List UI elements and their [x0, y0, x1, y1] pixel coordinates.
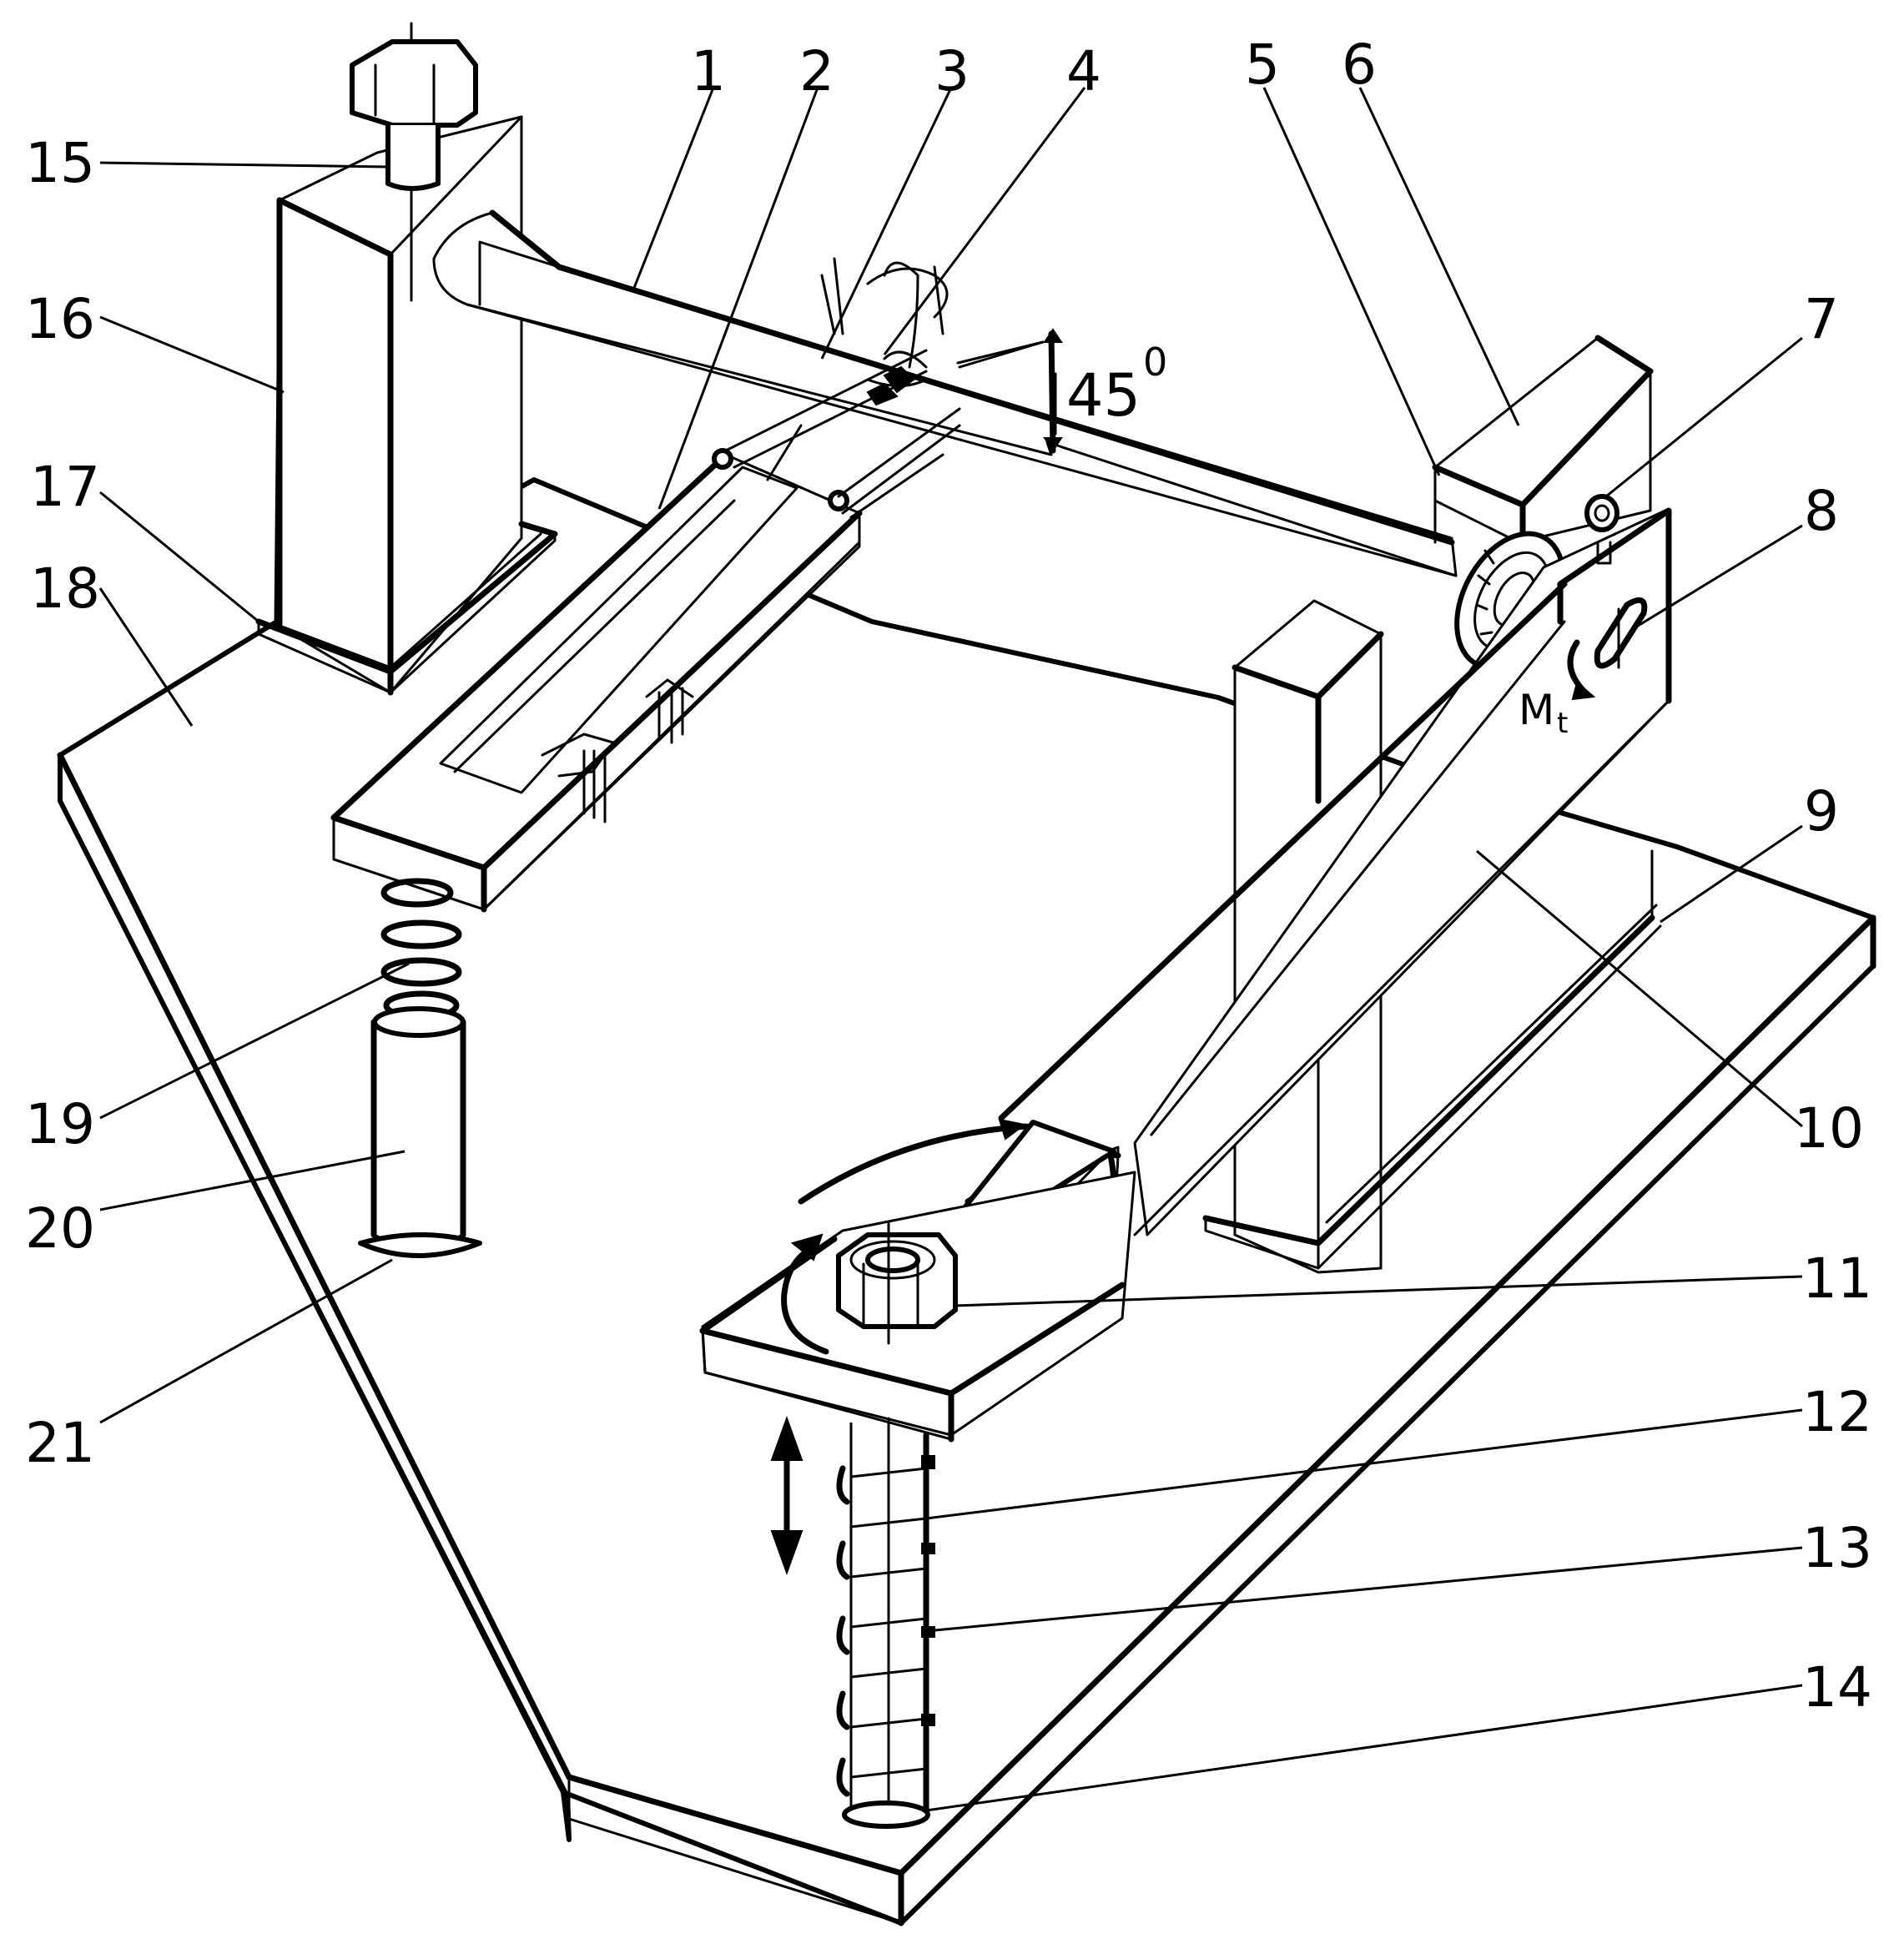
label-21: 21	[25, 1411, 95, 1475]
label-2: 2	[799, 39, 834, 103]
label-5: 5	[1245, 33, 1280, 97]
moment-symbol: M	[1519, 686, 1554, 734]
label-4: 4	[1066, 39, 1101, 103]
left-bolt	[350, 39, 478, 191]
label-12: 12	[1802, 1380, 1872, 1444]
angle-value: 45	[1066, 361, 1141, 430]
pin-and-slot: M t	[1519, 494, 1648, 740]
label-19: 19	[25, 1092, 95, 1156]
label-3: 3	[934, 39, 970, 103]
angle-indicator: 45 0	[958, 328, 1167, 454]
label-14: 14	[1802, 1655, 1872, 1720]
label-8: 8	[1804, 479, 1839, 543]
label-18: 18	[30, 556, 100, 621]
right-upper-block	[1432, 335, 1654, 550]
support-post	[358, 1006, 482, 1258]
label-11: 11	[1802, 1246, 1872, 1311]
label-6: 6	[1342, 33, 1377, 97]
central-rods	[724, 257, 961, 519]
part-labels: 1 2 3 4 5 6 7 8 9 10 11 12 13 14 15 16 1…	[25, 33, 1872, 1720]
label-13: 13	[1802, 1516, 1872, 1580]
moment-subscript: t	[1557, 707, 1568, 740]
label-16: 16	[25, 287, 95, 351]
leader-lines	[98, 87, 1803, 1812]
label-20: 20	[25, 1196, 95, 1261]
label-7: 7	[1804, 287, 1839, 351]
label-10: 10	[1794, 1096, 1864, 1161]
nut	[781, 1221, 958, 1355]
label-9: 9	[1804, 779, 1839, 844]
label-17: 17	[30, 455, 100, 519]
label-1: 1	[691, 39, 726, 103]
label-15: 15	[25, 131, 95, 195]
slotted-arm	[330, 448, 863, 913]
angle-superscript: 0	[1143, 340, 1167, 385]
screw-spring	[770, 1416, 935, 1829]
